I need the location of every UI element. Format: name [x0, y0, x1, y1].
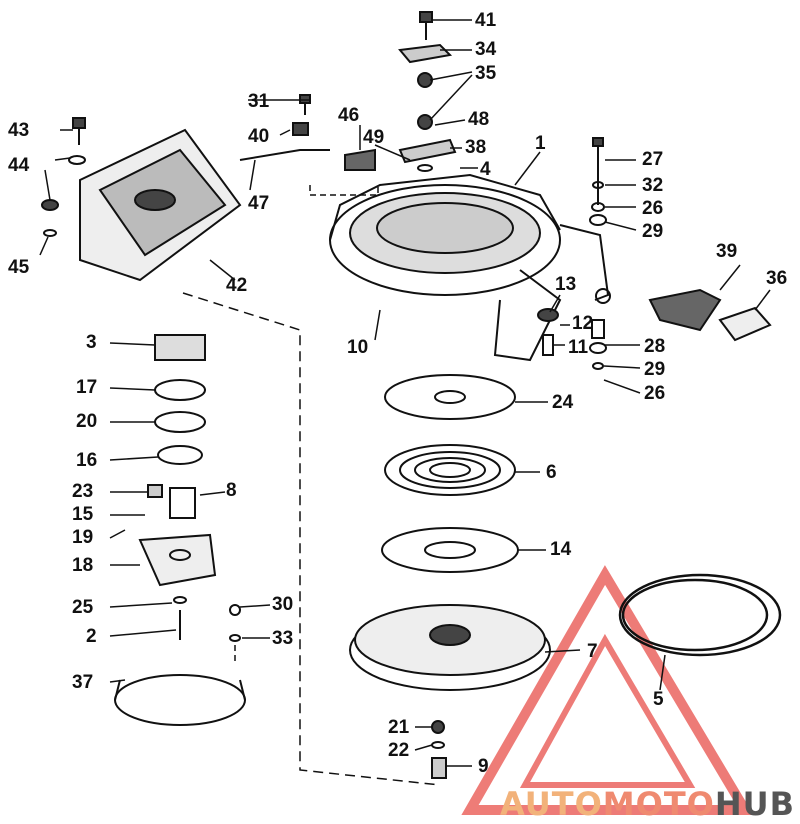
part-label-3: 3 — [86, 332, 97, 353]
part-label-37: 37 — [72, 672, 94, 693]
part-label-44: 44 — [8, 155, 30, 176]
insert-36 — [718, 306, 772, 342]
part-label-12: 12 — [572, 313, 594, 334]
part-label-2: 2 — [86, 626, 97, 647]
part-label-6: 6 — [546, 462, 557, 483]
part-label-16: 16 — [76, 450, 98, 471]
part-label-46: 46 — [338, 105, 360, 126]
part-label-8: 8 — [226, 480, 237, 501]
washer-14 — [381, 527, 519, 573]
pulley-7 — [349, 604, 551, 691]
part-label-17: 17 — [76, 377, 98, 398]
part-label-33: 33 — [272, 628, 294, 649]
part-label-23: 23 — [72, 481, 94, 502]
part-label-32: 32 — [642, 175, 664, 196]
part-label-14: 14 — [550, 539, 572, 560]
mount-bracket — [79, 128, 242, 282]
part-label-19: 19 — [72, 527, 94, 548]
part-label-26b: 26 — [644, 383, 666, 404]
leader-lines — [39, 19, 771, 767]
part-label-15: 15 — [72, 504, 94, 525]
watermark-auto: AUTO — [500, 785, 603, 823]
watermark-moto: MOTO — [602, 785, 715, 823]
part-label-49: 49 — [363, 127, 385, 148]
spring-6 — [384, 444, 516, 496]
part-label-48: 48 — [468, 109, 490, 130]
part-label-21: 21 — [388, 717, 410, 738]
part-label-47: 47 — [248, 193, 270, 214]
part-label-29b: 29 — [644, 359, 666, 380]
watermark-triangle — [461, 565, 754, 815]
part-label-41: 41 — [475, 10, 497, 31]
part-label-39: 39 — [716, 241, 738, 262]
part-label-9: 9 — [478, 756, 489, 777]
part-label-25: 25 — [72, 597, 94, 618]
part-label-42: 42 — [226, 275, 248, 296]
starter-rope — [618, 573, 782, 657]
part-label-13: 13 — [555, 274, 577, 295]
part-label-10: 10 — [347, 337, 369, 358]
part-label-28: 28 — [644, 336, 666, 357]
part-label-35: 35 — [475, 63, 497, 84]
bushing-3 — [154, 334, 206, 361]
part-label-30: 30 — [272, 594, 294, 615]
part-label-4: 4 — [480, 159, 491, 180]
part-label-22: 22 — [388, 740, 410, 761]
housing — [329, 173, 611, 362]
part-label-45: 45 — [8, 257, 30, 278]
handle-39 — [648, 288, 722, 332]
part-label-26: 26 — [642, 198, 664, 219]
part-label-34: 34 — [475, 39, 497, 60]
washer-24 — [384, 374, 516, 420]
part-label-11: 11 — [568, 337, 589, 358]
watermark-hub: HUB — [714, 785, 796, 823]
part-label-5: 5 — [653, 689, 664, 710]
part-label-1: 1 — [535, 133, 546, 154]
part-label-43: 43 — [8, 120, 30, 141]
assembly-dashed-line — [182, 292, 441, 786]
part-label-24: 24 — [552, 392, 574, 413]
part-label-31: 31 — [248, 91, 270, 112]
watermark-text: AUTOMOTOHUB — [500, 788, 795, 820]
part-label-38: 38 — [465, 137, 487, 158]
part-label-36: 36 — [766, 268, 788, 289]
part-label-29: 29 — [642, 221, 664, 242]
part-label-20: 20 — [76, 411, 98, 432]
retainer-37 — [114, 674, 246, 726]
part-label-18: 18 — [72, 555, 94, 576]
part-label-27: 27 — [642, 149, 664, 170]
part-label-7: 7 — [587, 641, 598, 662]
part-label-40: 40 — [248, 126, 270, 147]
